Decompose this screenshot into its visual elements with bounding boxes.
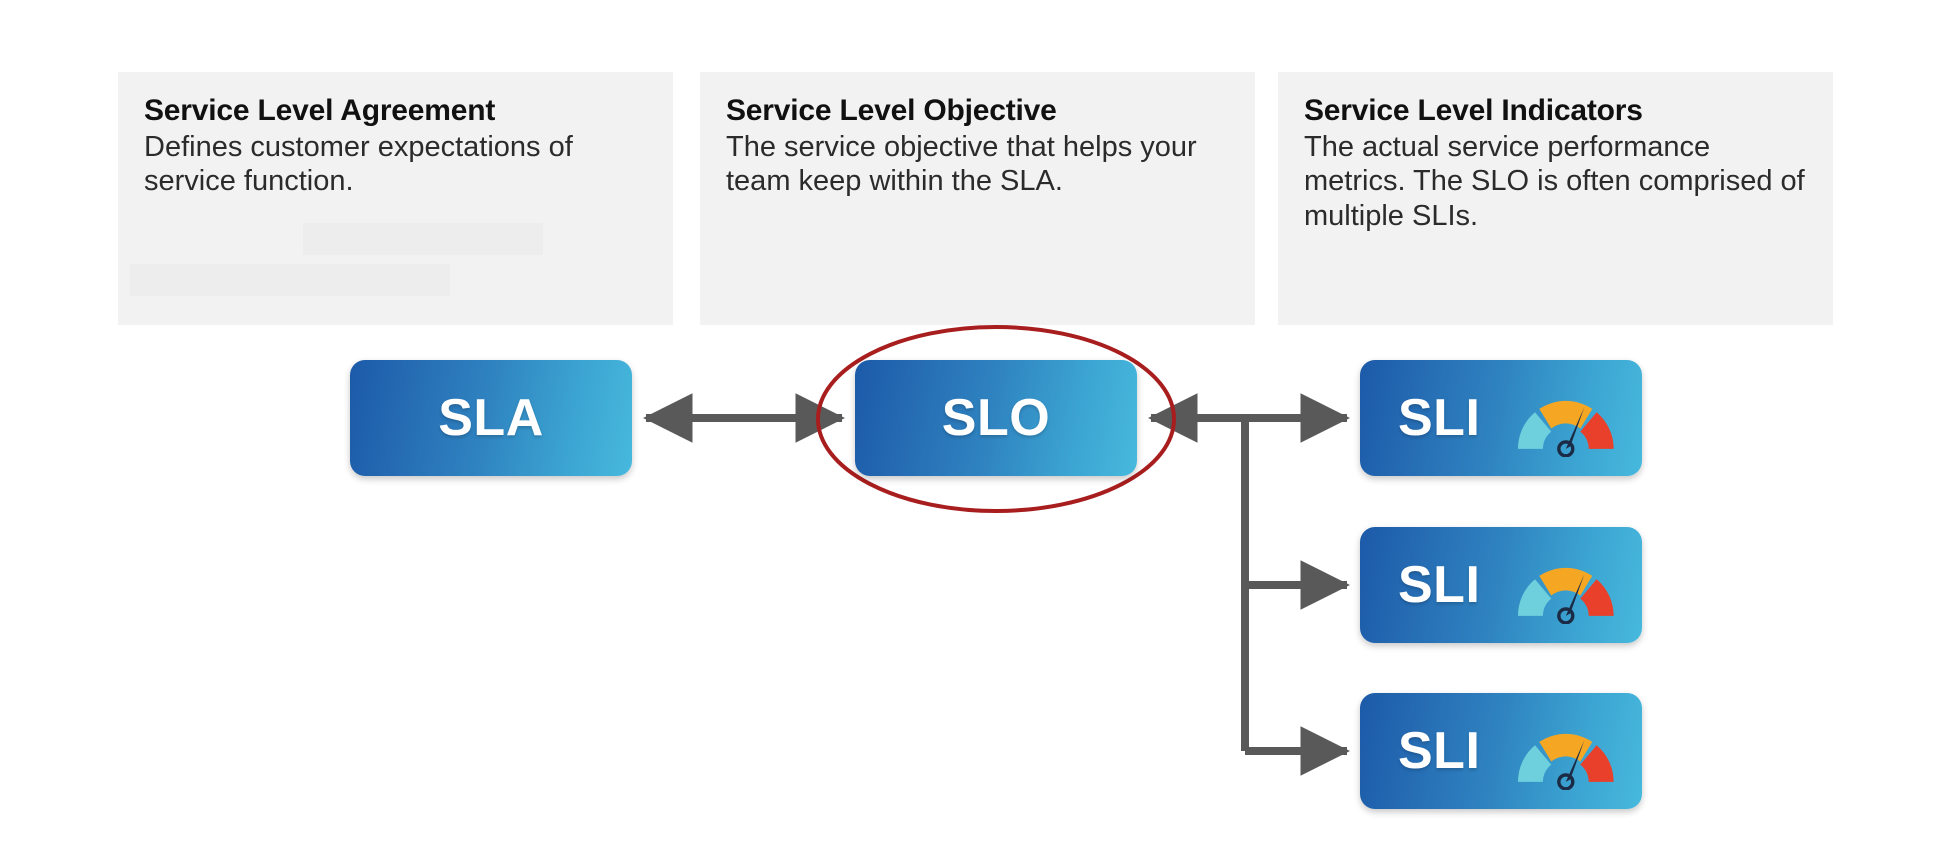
definition-card-slo: Service Level Objective The service obje…	[700, 72, 1255, 325]
card-body-sla: Defines customer expectations of service…	[144, 131, 573, 198]
card-title-sla: Service Level Agreement	[144, 94, 496, 127]
node-sli-2[interactable]: SLI	[1360, 527, 1642, 643]
definition-card-sli: Service Level Indicators The actual serv…	[1278, 72, 1833, 325]
gauge-icon	[1518, 400, 1615, 457]
redaction-block-1	[303, 223, 543, 255]
card-body-slo: The service objective that helps your te…	[726, 131, 1197, 198]
card-body-sli: The actual service performance metrics. …	[1304, 131, 1805, 232]
node-sla-label: SLA	[438, 389, 544, 447]
gauge-icon	[1518, 733, 1615, 790]
node-sla[interactable]: SLA	[350, 360, 632, 476]
node-slo-label: SLO	[941, 389, 1051, 447]
card-title-slo: Service Level Objective	[726, 94, 1057, 127]
node-sli-3-label: SLI	[1398, 722, 1481, 780]
card-title-sli: Service Level Indicators	[1304, 94, 1643, 127]
node-slo[interactable]: SLO	[855, 360, 1137, 476]
node-sli-3[interactable]: SLI	[1360, 693, 1642, 809]
gauge-icon	[1518, 567, 1615, 624]
node-sli-1-label: SLI	[1398, 389, 1481, 447]
redaction-block-2	[130, 264, 450, 296]
node-sli-2-label: SLI	[1398, 556, 1481, 614]
node-sli-1[interactable]: SLI	[1360, 360, 1642, 476]
